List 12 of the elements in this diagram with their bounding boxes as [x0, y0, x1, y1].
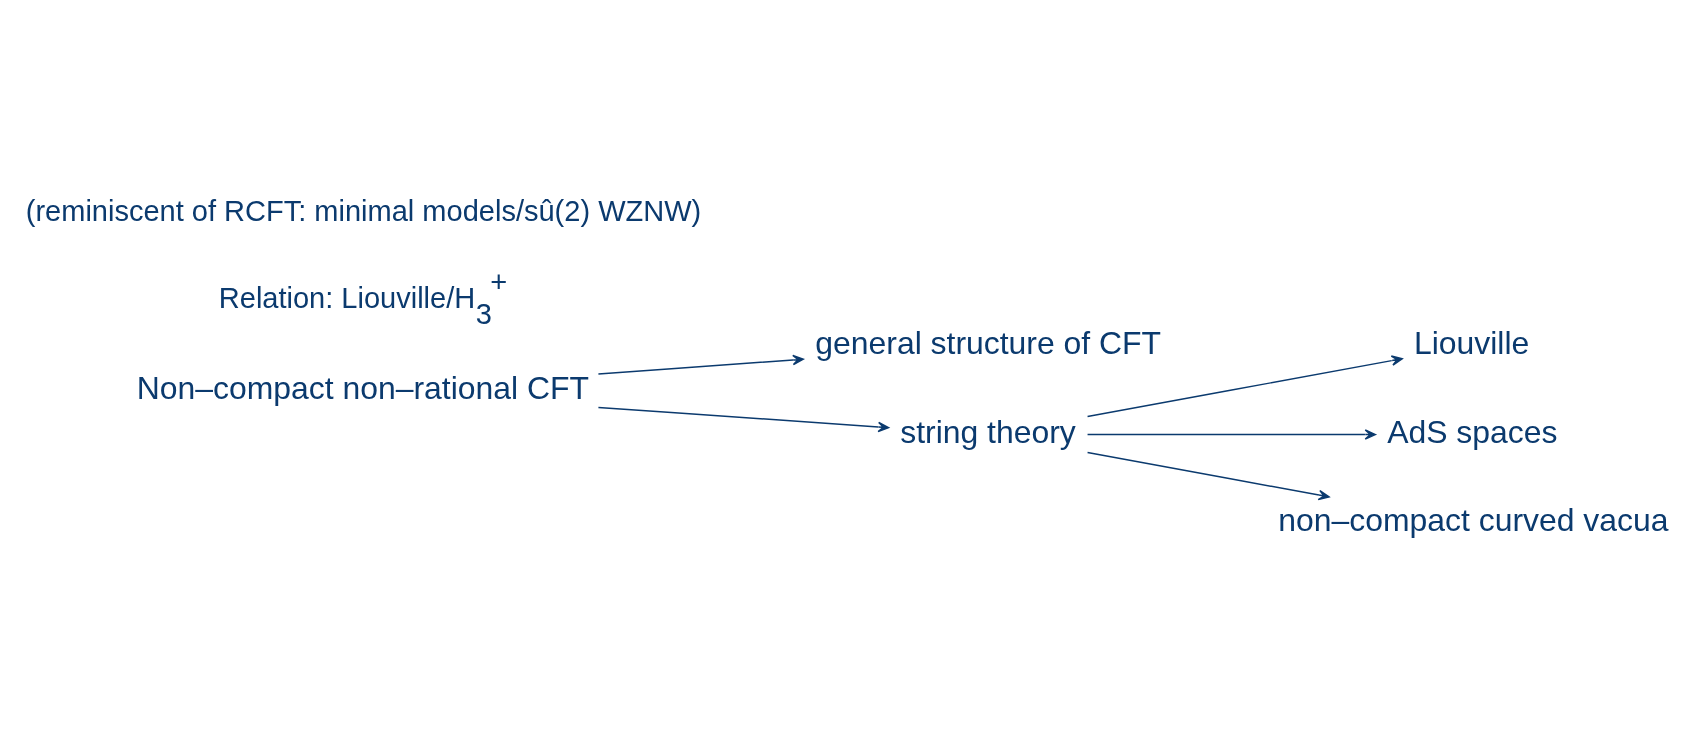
node-text: string theory: [900, 413, 1076, 450]
arrow: [1086, 451, 1330, 501]
arrow: [1086, 355, 1403, 418]
node-text: AdS spaces: [1387, 413, 1558, 450]
node-text: Liouville: [1413, 325, 1530, 362]
arrow: [597, 354, 804, 375]
node-text: general structure of CFT: [815, 325, 1162, 362]
node-text: Non–compact non–rational CFT: [136, 370, 590, 407]
label: (reminiscent of RCFT: minimal models/sû(2) WZNW): [25, 195, 702, 228]
node-text: non–compact curved vacua: [1278, 502, 1669, 539]
arrow: [1086, 429, 1377, 440]
arrow: [597, 406, 890, 433]
